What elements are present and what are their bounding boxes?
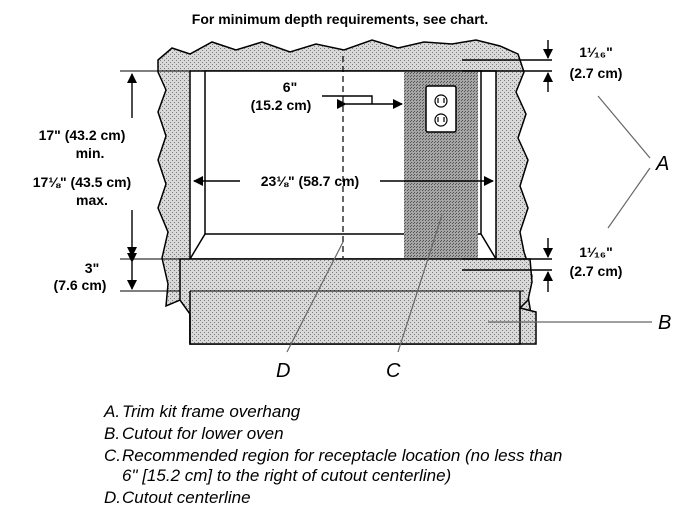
callout-a-leader [607, 167, 651, 229]
callout-d-leader [286, 241, 344, 353]
legend-key: D. [104, 488, 121, 507]
top-gap-label: 1¹⁄₁₆" [579, 44, 613, 60]
callout-a-leader [597, 95, 651, 159]
base-label: 3" [85, 260, 99, 276]
bottom-gap-label: 1¹⁄₁₆" [579, 244, 613, 260]
top-gap-cm-label: (2.7 cm) [570, 65, 623, 81]
height-min-label: 17" (43.2 cm) [39, 127, 126, 143]
perspective-edge [189, 233, 206, 260]
legend-text: Recommended region for receptacle locati… [122, 446, 563, 485]
cabinet-base [179, 258, 537, 345]
legend-key: A. [104, 402, 121, 421]
width-label: 23⅛" (58.7 cm) [261, 173, 359, 189]
legend-text: Cutout centerline [122, 488, 251, 507]
legend-item-c: C. Recommended region for receptacle loc… [104, 446, 564, 486]
perspective-edge [480, 233, 497, 260]
electrical-outlet-icon [425, 85, 457, 133]
legend-item-a: A. Trim kit frame overhang [104, 402, 564, 422]
legend: A. Trim kit frame overhang B. Cutout for… [104, 402, 564, 510]
bottom-gap-cm-label: (2.7 cm) [570, 263, 623, 279]
callout-d-label: D [276, 360, 290, 382]
legend-key: B. [104, 424, 121, 443]
legend-key: C. [104, 446, 121, 465]
legend-item-b: B. Cutout for lower oven [104, 424, 564, 444]
height-max-label: 17⅛" (43.5 cm) [33, 174, 131, 190]
callout-c-leader [397, 214, 443, 353]
height-min-suffix: min. [76, 145, 105, 161]
callout-a-label: A [655, 153, 669, 175]
legend-item-d: D. Cutout centerline [104, 488, 564, 508]
base-cm-label: (7.6 cm) [54, 277, 107, 293]
centerline-offset-label: 6" [283, 79, 297, 95]
legend-text: Cutout for lower oven [122, 424, 284, 443]
legend-text: Trim kit frame overhang [122, 402, 301, 421]
callout-c-label: C [386, 360, 401, 382]
diagram-title: For minimum depth requirements, see char… [192, 11, 488, 27]
centerline-offset-cm-label: (15.2 cm) [251, 97, 312, 113]
height-max-suffix: max. [76, 192, 108, 208]
callout-b-label: B [658, 312, 671, 334]
